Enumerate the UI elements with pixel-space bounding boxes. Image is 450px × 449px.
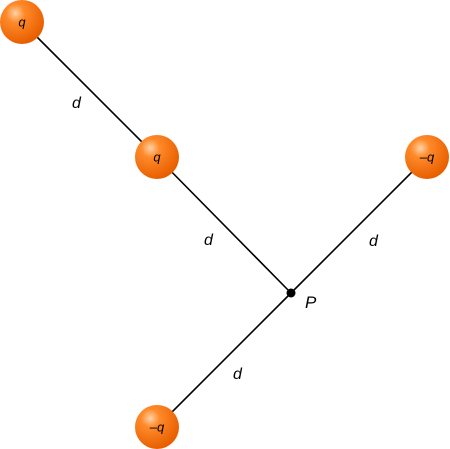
distance-label-top-rod: d <box>72 95 82 112</box>
charge-q-top: q <box>0 0 44 44</box>
charge-label: q <box>153 150 161 165</box>
distance-label-bottom-rod: d <box>233 366 243 383</box>
distance-label-middle-rod: d <box>204 232 214 249</box>
rod-point-to-bottom <box>156 292 292 428</box>
charge-sphere <box>135 405 179 449</box>
charge-sphere <box>135 135 179 179</box>
point-p-dot <box>286 288 296 298</box>
charge-sphere <box>0 0 44 44</box>
charge-sphere <box>405 135 449 179</box>
charge-label: q <box>18 15 26 30</box>
rod-point-to-right <box>290 156 428 294</box>
charge-neg-q-right: –q <box>405 135 449 179</box>
rod-middle-to-point <box>156 156 292 294</box>
charge-label: –q <box>419 150 435 165</box>
charge-q-middle: q <box>135 135 179 179</box>
charge-neg-q-bottom: –q <box>135 405 179 449</box>
distance-label-right-rod: d <box>369 233 379 250</box>
point-p-label: P <box>305 293 317 312</box>
rod-top-to-middle <box>21 21 158 158</box>
charge-label: –q <box>149 420 165 435</box>
